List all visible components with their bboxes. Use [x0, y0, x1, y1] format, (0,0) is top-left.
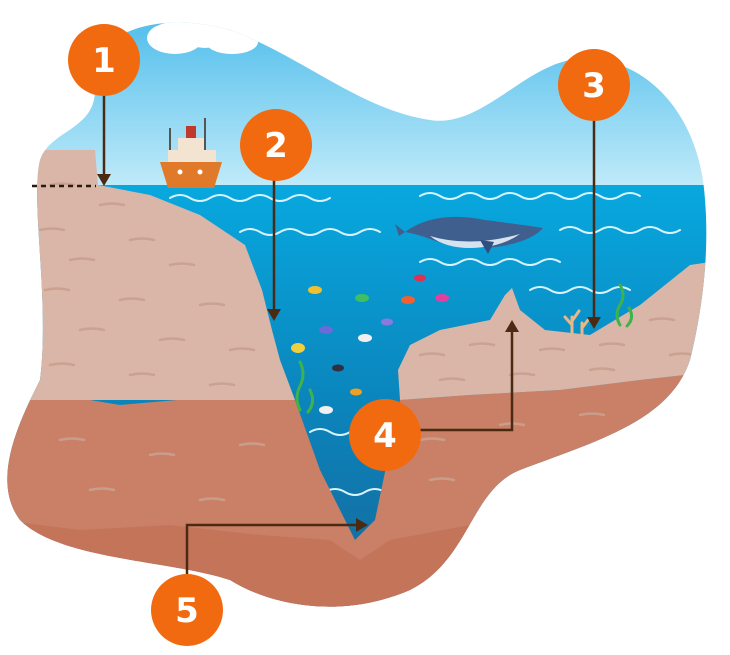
callout-3: 3	[558, 49, 630, 121]
arrow-5	[185, 523, 357, 580]
fish	[435, 294, 449, 302]
wave-lines	[169, 192, 681, 496]
fish-school	[291, 274, 449, 414]
seaweed	[295, 283, 634, 414]
fish	[414, 274, 426, 282]
arrow-head-5	[356, 518, 368, 532]
fish	[319, 326, 333, 334]
fish	[350, 388, 362, 396]
ship	[160, 118, 222, 188]
abyssal-plain	[398, 262, 707, 400]
arrow-head-3	[587, 317, 601, 329]
callout-badge-2	[240, 109, 312, 181]
callout-arrows	[102, 95, 596, 580]
arrow-head-4	[505, 320, 519, 332]
fish	[319, 406, 333, 414]
callout-1: 1	[68, 24, 140, 96]
arrow-head-2	[267, 309, 281, 321]
arrow-heads	[97, 174, 601, 532]
fish	[358, 334, 372, 342]
callout-label-4: 4	[373, 416, 397, 456]
whale	[395, 216, 543, 254]
rock-texture	[38, 182, 696, 502]
callout-2: 2	[240, 109, 312, 181]
callout-badge-4	[349, 399, 421, 471]
fish	[381, 318, 393, 326]
callout-4: 4	[349, 399, 421, 471]
callout-label-2: 2	[264, 126, 288, 166]
callout-5: 5	[151, 574, 223, 646]
cloud	[147, 22, 258, 54]
coral	[563, 309, 590, 337]
callout-badge-1	[68, 24, 140, 96]
arrow-head-1	[97, 174, 111, 186]
fish	[291, 343, 305, 353]
callout-label-5: 5	[175, 591, 199, 631]
callout-label-1: 1	[92, 41, 116, 81]
fish	[332, 364, 344, 372]
callout-badge-3	[558, 49, 630, 121]
callout-label-3: 3	[582, 66, 606, 106]
continental-shelf	[7, 150, 295, 400]
fish	[401, 296, 415, 304]
fish	[308, 286, 322, 294]
arrow-4	[420, 330, 514, 432]
fish	[355, 294, 369, 302]
callout-badge-5	[151, 574, 223, 646]
